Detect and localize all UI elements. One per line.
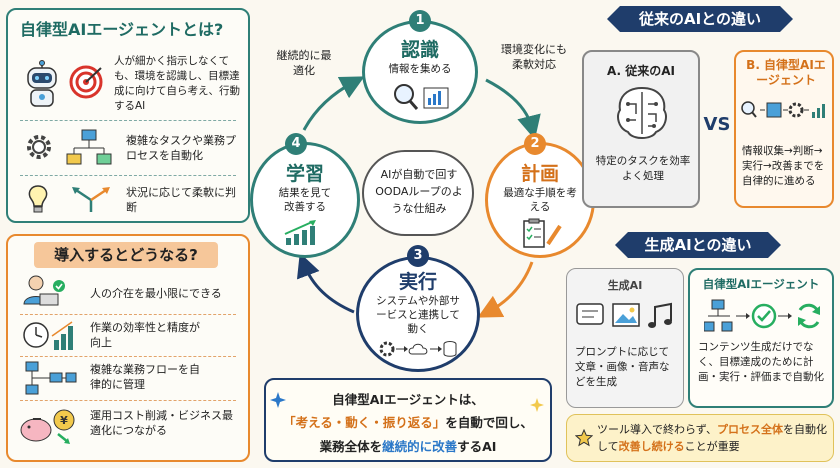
traditional-ai-desc: 特定のタスクを効率よく処理	[595, 155, 691, 182]
sparkle-icon	[270, 392, 286, 408]
generative-ai-title: 生成AI	[607, 279, 643, 292]
step-number-4: 4	[285, 133, 307, 155]
clipboard-pencil-icon	[518, 218, 562, 248]
summary-line3: 業務全体を継続的に改善するAI	[266, 436, 550, 455]
step-number-3: 3	[407, 245, 429, 267]
gear-icon	[24, 132, 54, 162]
what-is-title: 自律型AIエージェントとは?	[20, 20, 224, 39]
summary-line3-post: するAI	[457, 439, 497, 454]
autonomous-agent-card-2: 自律型AIエージェント コンテンツ生成だけでなく、目標達成のために計画・実行・評…	[688, 268, 834, 408]
summary-box: 自律型AIエージェントは、 「考える・動く・振り返る」を自動で回し、 業務全体を…	[264, 378, 552, 462]
tip-pre: ツール導入で終わらず、	[597, 423, 718, 436]
person-laptop-icon	[20, 274, 66, 308]
robot-icon	[20, 60, 64, 108]
divider	[20, 400, 236, 401]
what-is-item3: 状況に応じて柔軟に判断	[126, 186, 236, 214]
tip-em1: プロセス全体	[717, 423, 784, 436]
step-title: 計画	[520, 163, 559, 185]
autonomous-agent-title: B. 自律型AIエージェント	[746, 58, 826, 87]
generative-ai-card: 生成AI プロンプトに応じて文章・画像・音声などを生成	[566, 268, 684, 408]
arrow-2-to-3	[477, 261, 534, 318]
step-recognize: 認識 情報を集める	[362, 20, 478, 124]
divider	[20, 175, 236, 176]
step-learn: 学習 結果を見て改善する	[250, 142, 360, 258]
sparkle-icon	[530, 398, 544, 412]
process-chain-icon	[740, 98, 832, 122]
traditional-ai-title: A. 従来のAI	[607, 64, 675, 78]
step-desc: 情報を集める	[388, 63, 452, 75]
what-happens-panel: 導入するとどうなる? 人の介在を最小限にできる 作業の効率性と精度が向上	[6, 234, 250, 462]
tip-mid: を自動化して	[597, 423, 828, 453]
step-title: 認識	[400, 39, 439, 61]
workflow-icon	[22, 360, 78, 396]
star-icon	[575, 429, 593, 447]
lightbulb-icon	[26, 184, 50, 214]
what-happens-title-bar	[34, 242, 218, 268]
autonomous-agent-card: B. 自律型AIエージェント 情報収集→判断→実行→改善までを自律的に進める	[734, 50, 834, 208]
cycle-arrows	[296, 76, 541, 318]
growth-chart-icon	[282, 220, 328, 246]
center-cloud	[362, 150, 474, 236]
magnifier-chart-icon	[390, 82, 450, 112]
step-plan: 計画 最適な手順を考える	[485, 142, 595, 258]
arrow-3-to-4	[296, 252, 355, 314]
step-desc: 最適な手順を考える	[503, 187, 577, 213]
vs-generative-title: 生成AIとの違い	[615, 232, 781, 258]
vs-traditional-title: 従来のAIとの違い	[607, 6, 793, 32]
vs-label: VS	[703, 114, 731, 135]
what-happens-item1: 人の介在を最小限にできる	[90, 287, 222, 300]
arrow-4-to-1	[302, 76, 365, 131]
step-title: 学習	[285, 163, 324, 185]
tip-post: ことが重要	[684, 440, 740, 453]
summary-line1: 自律型AIエージェントは、	[332, 392, 484, 407]
flowchart-icon	[66, 128, 112, 168]
what-happens-item3: 複雑な業務フローを自律的に管理	[90, 363, 200, 391]
svg-text:¥: ¥	[60, 414, 68, 427]
traditional-ai-card: A. 従来のAI 特定のタスクを効率よく処理	[582, 50, 700, 208]
step-desc: システムや外部サービスと連携して動く	[376, 295, 460, 335]
tip-text: ツール導入で終わらず、プロセス全体を自動化して改善し続けることが重要	[597, 421, 827, 455]
divider	[20, 120, 236, 121]
step-number-1: 1	[409, 10, 431, 32]
step-execute: 実行 システムや外部サービスと連携して動く	[356, 256, 480, 372]
target-icon	[68, 64, 104, 100]
summary-line2: 「考える・動く・振り返る」を自動で回し、	[266, 412, 550, 431]
workflow-check-cycle-icon	[704, 298, 822, 334]
step-title: 実行	[398, 271, 437, 293]
cycle-note-left: 継続的に最適化	[276, 49, 332, 77]
step-number-2: 2	[524, 133, 546, 155]
text-image-audio-icon	[575, 301, 677, 331]
what-is-item1: 人が細かく指示しなくても、環境を認識し、目標達成に向けて自ら考え、行動するAI	[114, 55, 240, 112]
summary-line3-em: 継続的に改善	[382, 439, 458, 454]
generative-ai-desc: プロンプトに応じて文章・画像・音声などを生成	[575, 346, 670, 388]
center-cloud-text: AIが自動で回すOODAループのような仕組み	[375, 168, 463, 215]
piggy-bank-icon: ¥	[18, 406, 80, 446]
what-is-panel: 自律型AIエージェントとは? 人が細かく指示しなくても、環境を認識し、目標達成に…	[6, 8, 250, 223]
arrow-1-to-2	[485, 78, 541, 140]
cycle-note-right: 環境変化にも柔軟対応	[501, 43, 567, 71]
clock-chart-icon	[22, 318, 78, 352]
tip-em2: 改善し続ける	[618, 440, 685, 453]
summary-line2-rest: を自動で回し、	[445, 415, 533, 430]
summary-line3-pre: 業務全体を	[319, 439, 383, 454]
what-happens-item4: 運用コスト削減・ビジネス最適化につながる	[90, 409, 233, 437]
divider	[20, 356, 236, 357]
what-happens-title: 導入するとどうなる?	[54, 246, 198, 264]
gear-cloud-database-icon	[378, 339, 458, 359]
step-desc: 結果を見て改善する	[278, 187, 332, 213]
brain-circuit-icon	[614, 84, 670, 144]
autonomous-agent-desc: 情報収集→判断→実行→改善までを自律的に進める	[742, 145, 825, 187]
branch-arrows-icon	[68, 184, 114, 214]
tip-box: ツール導入で終わらず、プロセス全体を自動化して改善し続けることが重要	[566, 414, 834, 462]
summary-quote: 「考える・動く・振り返る」	[283, 415, 446, 430]
autonomous-agent-desc-2: コンテンツ生成だけでなく、目標達成のために計画・実行・評価まで自動化	[698, 341, 824, 383]
what-happens-item2: 作業の効率性と精度が向上	[90, 321, 200, 349]
divider	[20, 314, 236, 315]
autonomous-agent-title-2: 自律型AIエージェント	[702, 277, 820, 291]
what-is-item2: 複雑なタスクや業務プロセスを自動化	[126, 134, 236, 162]
